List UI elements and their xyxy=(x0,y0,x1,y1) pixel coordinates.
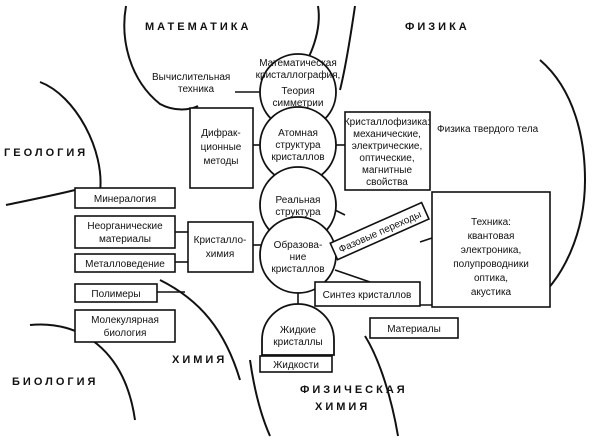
text-crystphys-1: Кристаллофизика: xyxy=(344,116,430,128)
text-tech-6: акустика xyxy=(471,287,512,298)
label-solid-state: Физика твердого тела xyxy=(437,124,539,135)
text-crystchem-2: химия xyxy=(206,249,234,260)
text-growth-3: кристаллов xyxy=(271,264,324,275)
text-crystchem-1: Кристалло- xyxy=(194,235,247,246)
box-polymers xyxy=(74,283,158,303)
arc-biology xyxy=(29,323,136,421)
box-materials xyxy=(369,317,459,339)
label-computing-1: Вычислительная xyxy=(152,72,230,83)
text-symmetry-1: Теория xyxy=(281,86,314,97)
field-physical-chemistry-1: ФИЗИЧЕСКАЯ xyxy=(300,384,408,396)
text-growth-2: ние xyxy=(290,252,307,263)
phase-transitions-group xyxy=(329,201,430,261)
arc-physchem-right xyxy=(364,335,399,437)
text-math-cryst-1: Математическая xyxy=(259,58,337,69)
text-liquid-2: кристаллы xyxy=(273,337,322,348)
box-synthesis xyxy=(314,281,421,307)
arc-math-left xyxy=(123,5,199,111)
text-tech-2: квантовая xyxy=(468,231,515,242)
text-atomic-2: структура xyxy=(275,140,321,151)
text-crystphys-6: свойства xyxy=(366,177,408,188)
text-tech-1: Техника: xyxy=(471,217,511,228)
label-computing-2: техника xyxy=(178,84,215,95)
box-molecular-biology xyxy=(74,309,176,343)
text-symmetry-2: симметрии xyxy=(273,98,324,109)
box-mineralogy xyxy=(74,187,176,209)
connector-growth-synth xyxy=(334,269,371,283)
box-liquids xyxy=(259,355,333,373)
text-tech-4: полупроводники xyxy=(453,259,529,270)
text-diffraction-1: Дифрак- xyxy=(201,127,240,139)
box-crystal-physics xyxy=(344,111,431,191)
text-polymers: Полимеры xyxy=(91,289,140,300)
arc-geology-bottom xyxy=(5,189,76,206)
field-chemistry: ХИМИЯ xyxy=(172,354,227,366)
arc-chemistry xyxy=(159,279,241,381)
arc-geology-top xyxy=(39,81,102,193)
text-phase-transitions: Фазовые переходы xyxy=(337,209,423,255)
text-diffraction-2: ционные xyxy=(201,142,242,153)
text-materials: Материалы xyxy=(387,324,441,335)
field-physics: ФИЗИКА xyxy=(405,21,470,33)
text-tech-3: электроника, xyxy=(461,245,522,256)
text-metallurgy: Металловедение xyxy=(85,259,165,270)
connector-tech xyxy=(419,237,433,243)
text-real-2: структура xyxy=(275,207,321,218)
text-liquid-1: Жидкие xyxy=(280,325,317,336)
field-mathematics: МАТЕМАТИКА xyxy=(145,21,251,33)
text-crystphys-4: оптические, xyxy=(359,153,414,164)
box-technology xyxy=(431,191,551,308)
text-math-cryst-2: кристаллография, xyxy=(256,69,341,81)
text-atomic-1: Атомная xyxy=(278,128,318,139)
text-synthesis: Синтез кристаллов xyxy=(323,290,412,301)
text-crystphys-5: магнитные xyxy=(362,165,412,176)
field-geology: ГЕОЛОГИЯ xyxy=(4,147,88,159)
text-molbio-1: Молекулярная xyxy=(91,315,159,326)
circle-liquid-crystals xyxy=(261,303,335,356)
arc-physics-right xyxy=(529,59,587,306)
box-phase-transitions xyxy=(329,201,430,261)
box-diffraction xyxy=(189,107,254,189)
text-tech-5: оптика, xyxy=(474,273,508,284)
field-physical-chemistry-2: ХИМИЯ xyxy=(315,401,370,413)
text-crystphys-3: электрические, xyxy=(352,141,423,152)
arc-physchem-left xyxy=(249,359,271,437)
box-metallurgy xyxy=(74,253,176,273)
connector-phase xyxy=(334,209,346,216)
text-crystphys-2: механические, xyxy=(353,129,421,140)
text-inorganic-2: материалы xyxy=(99,234,151,245)
arc-physics-left xyxy=(339,5,356,91)
box-inorganic xyxy=(74,215,176,249)
text-inorganic-1: Неорганические xyxy=(87,221,163,232)
text-atomic-3: кристаллов xyxy=(271,152,324,163)
box-crystal-chemistry xyxy=(187,221,254,273)
text-real-1: Реальная xyxy=(276,195,321,206)
text-liquids: Жидкости xyxy=(273,360,319,371)
field-biology: БИОЛОГИЯ xyxy=(12,376,98,388)
text-growth-1: Образова- xyxy=(274,239,323,251)
text-diffraction-3: методы xyxy=(204,156,239,167)
text-molbio-2: биология xyxy=(104,327,147,339)
text-mineralogy: Минералогия xyxy=(94,194,156,205)
